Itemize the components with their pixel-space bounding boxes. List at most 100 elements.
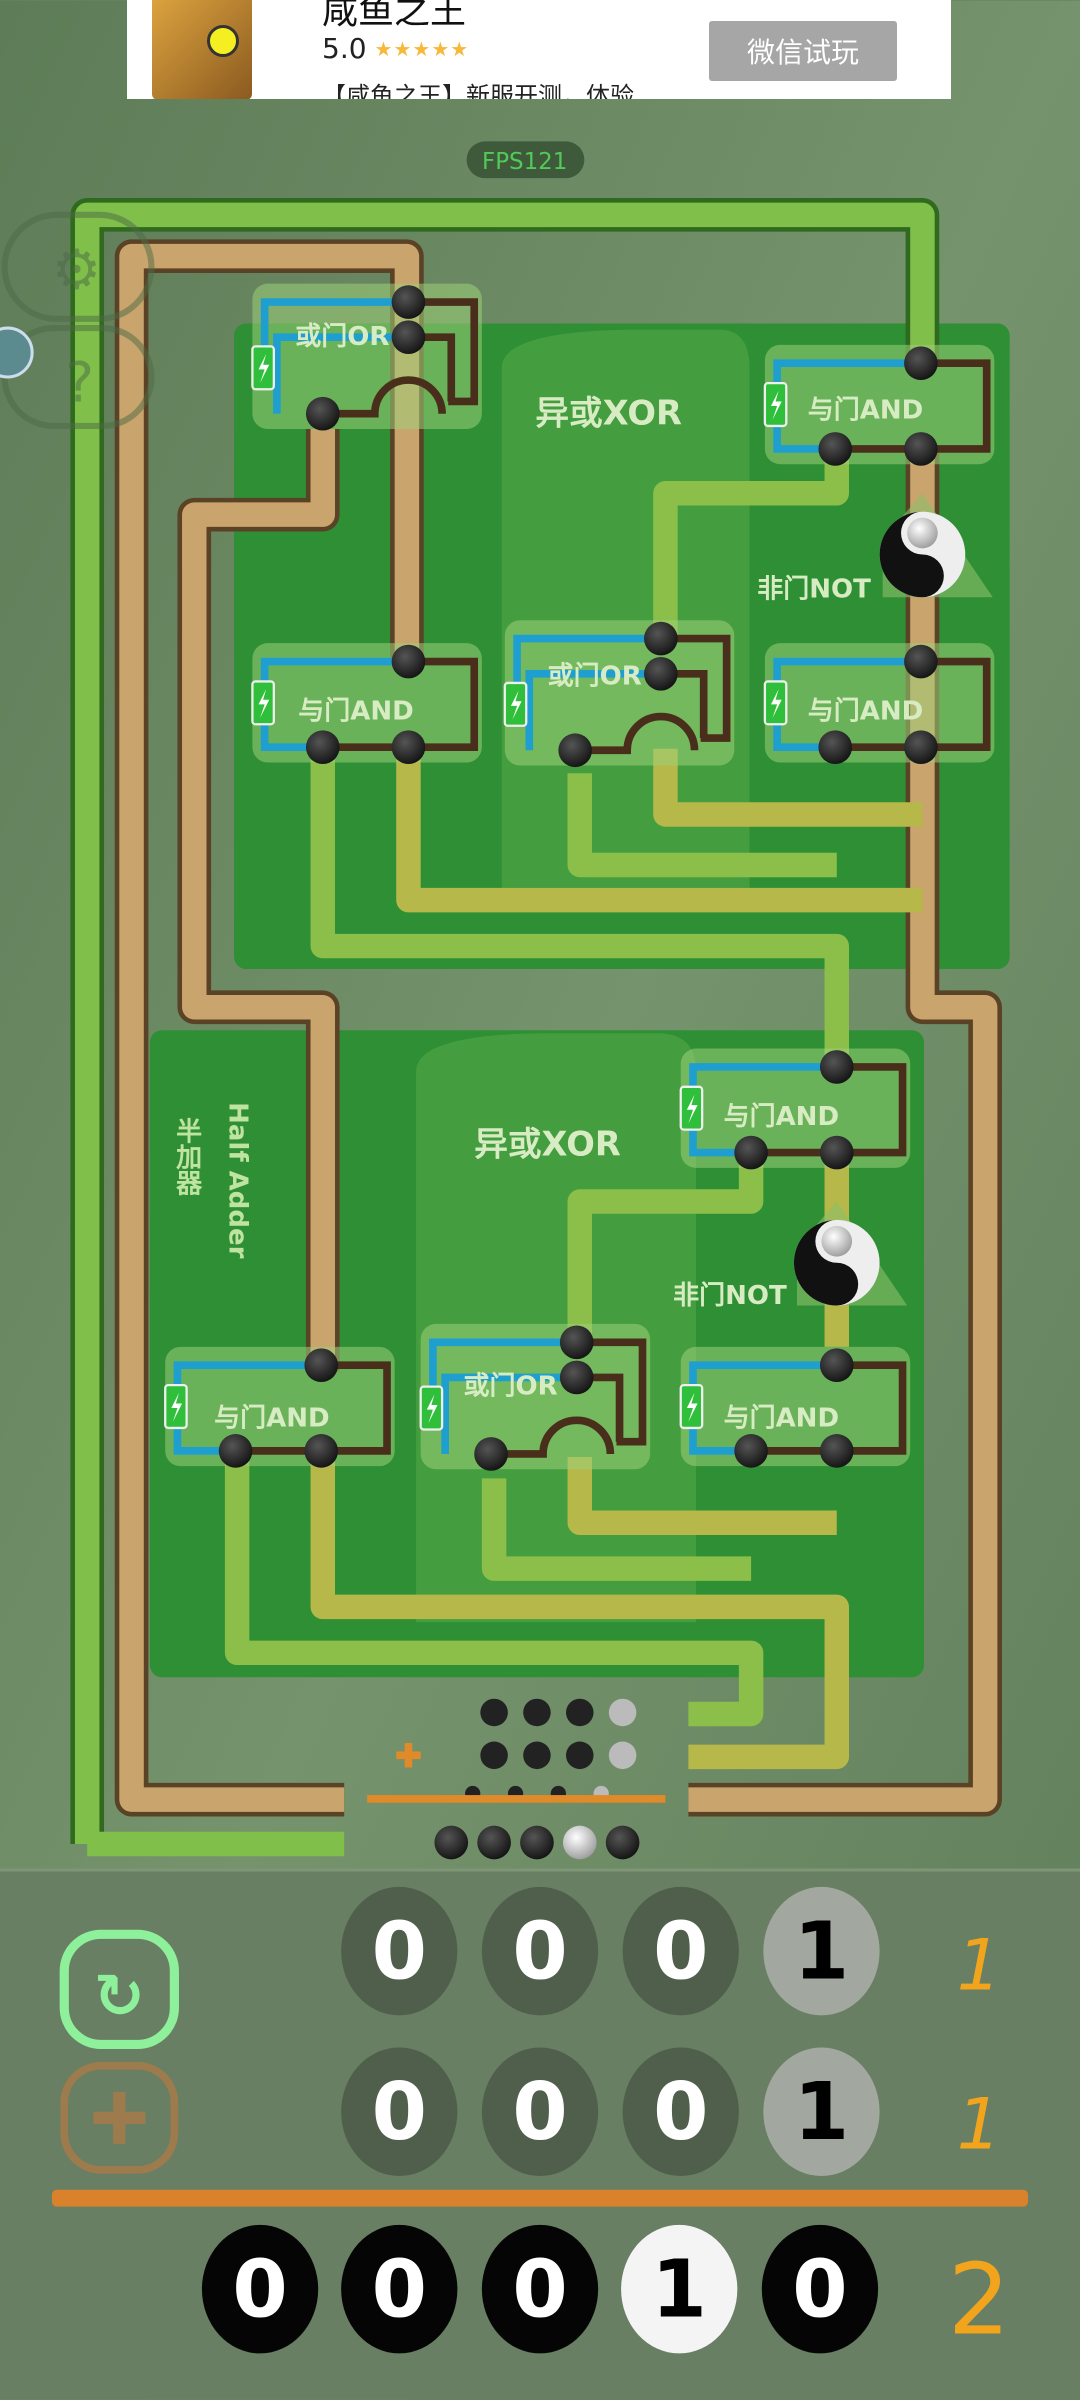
gate-node[interactable]	[391, 285, 426, 319]
and-gate: 与门AND	[679, 1048, 911, 1170]
and-gate: 与门AND	[679, 1346, 911, 1468]
gate-node[interactable]	[218, 1434, 253, 1468]
ad-title: 咸鱼之王	[322, 0, 467, 32]
or-gate: 或门OR	[251, 283, 482, 431]
gate-node[interactable]	[474, 1437, 508, 1471]
half-adder-title: 半加器	[172, 1117, 203, 1195]
digit-value: 1	[794, 2065, 849, 2158]
or-gate: 或门OR	[503, 620, 735, 768]
battery-icon	[503, 681, 528, 727]
bit-indicators	[367, 1698, 666, 1860]
not-label: 非门NOT	[673, 1281, 787, 1311]
digit-bulb[interactable]	[761, 2224, 879, 2354]
digit-bulb[interactable]	[481, 2224, 599, 2354]
or-gate: 或门OR	[419, 1323, 651, 1471]
gate-node[interactable]	[904, 432, 938, 466]
gate-body	[764, 643, 995, 763]
digit-value: 0	[232, 2243, 287, 2336]
digit-value: 1	[652, 2243, 707, 2336]
gate-node[interactable]	[644, 621, 678, 656]
row-a-decimal: 1	[957, 1924, 1002, 2006]
refresh-icon: ↻	[94, 1961, 145, 2032]
gate-node[interactable]	[819, 1348, 854, 1383]
digit-bulb[interactable]	[341, 1886, 458, 2016]
gate-label: 与门AND	[298, 697, 413, 727]
gate-label: 与门AND	[214, 1403, 329, 1433]
battery-icon	[251, 345, 275, 391]
gate-body	[252, 643, 482, 763]
gate-node[interactable]	[559, 1360, 594, 1395]
digit-value: 0	[372, 2065, 427, 2158]
digit-bulb[interactable]	[481, 1886, 599, 2016]
ad-banner[interactable]: 咸鱼之王 5.0 ★★★★★ 【咸鱼之王】新服开测，体验... 微信试玩	[127, 0, 951, 99]
digit-value: 0	[512, 2065, 567, 2158]
sum-divider	[52, 2189, 1028, 2207]
result-decimal: 2	[948, 2244, 1010, 2358]
not-gate-yin-yang-icon	[793, 1201, 908, 1306]
digit-bulb[interactable]	[341, 2224, 458, 2354]
digit-bulb[interactable]	[763, 1886, 880, 2016]
digit-bulb[interactable]	[622, 2047, 739, 2176]
digit-bulb[interactable]	[622, 1886, 739, 2016]
gate-node[interactable]	[304, 1348, 339, 1383]
digit-value: 1	[794, 1905, 849, 1998]
ad-play-button[interactable]: 微信试玩	[709, 21, 897, 81]
add-button[interactable]	[60, 2062, 179, 2174]
not-gate-yin-yang-icon	[879, 493, 993, 598]
and-gate: 与门AND	[164, 1346, 395, 1468]
gate-node[interactable]	[904, 730, 938, 765]
digit-bulb[interactable]	[763, 2047, 880, 2176]
gate-node[interactable]	[559, 1325, 594, 1360]
gate-node[interactable]	[819, 1135, 854, 1170]
digit-bulb[interactable]	[481, 2047, 599, 2176]
gate-label: 或门OR	[464, 1371, 558, 1401]
ad-description: 【咸鱼之王】新服开测，体验...	[322, 82, 657, 99]
battery-icon	[763, 381, 788, 428]
gate-body	[504, 620, 735, 766]
gate-node[interactable]	[818, 432, 853, 466]
gate-node[interactable]	[558, 733, 593, 768]
settings-button[interactable]: ⚙	[1, 211, 155, 322]
battery-icon	[679, 1383, 704, 1430]
xor-label: 异或XOR	[535, 393, 682, 432]
xor-label: 异或XOR	[474, 1125, 621, 1164]
digit-value: 0	[512, 2243, 567, 2336]
gate-node[interactable]	[644, 656, 678, 691]
gate-node[interactable]	[391, 644, 426, 679]
digit-value: 0	[792, 2243, 847, 2336]
battery-icon	[164, 1383, 188, 1430]
floating-menu-button[interactable]	[0, 326, 34, 379]
gate-node[interactable]	[391, 730, 426, 765]
and-gate: 与门AND	[763, 344, 995, 466]
gate-node[interactable]	[391, 320, 426, 355]
gate-node[interactable]	[734, 1434, 768, 1468]
gate-node[interactable]	[819, 1434, 854, 1468]
digit-value: 0	[372, 2243, 427, 2336]
gate-node[interactable]	[304, 1434, 339, 1468]
fps-badge	[466, 141, 585, 179]
gate-node[interactable]	[904, 644, 938, 679]
refresh-button[interactable]: ↻	[59, 1929, 179, 2050]
gate-body	[764, 344, 995, 465]
digit-value: 0	[653, 1905, 708, 1998]
gate-body	[420, 1323, 651, 1470]
gate-body	[680, 1048, 911, 1168]
gate-node[interactable]	[818, 730, 853, 765]
digit-bulb[interactable]	[201, 2224, 319, 2354]
digit-bulb[interactable]	[341, 2047, 458, 2176]
gate-label: 或门OR	[548, 661, 642, 691]
question-icon: ?	[65, 350, 94, 414]
gate-node[interactable]	[305, 730, 340, 765]
gate-label: 与门AND	[724, 1102, 839, 1132]
ad-game-icon	[152, 0, 252, 99]
not-label: 非门NOT	[757, 574, 871, 604]
gate-label: 与门AND	[808, 395, 923, 425]
gate-node[interactable]	[305, 396, 340, 431]
gate-node[interactable]	[819, 1050, 854, 1084]
gate-node[interactable]	[734, 1135, 768, 1170]
digit-bulb[interactable]	[621, 2224, 738, 2354]
gate-node[interactable]	[904, 346, 938, 381]
